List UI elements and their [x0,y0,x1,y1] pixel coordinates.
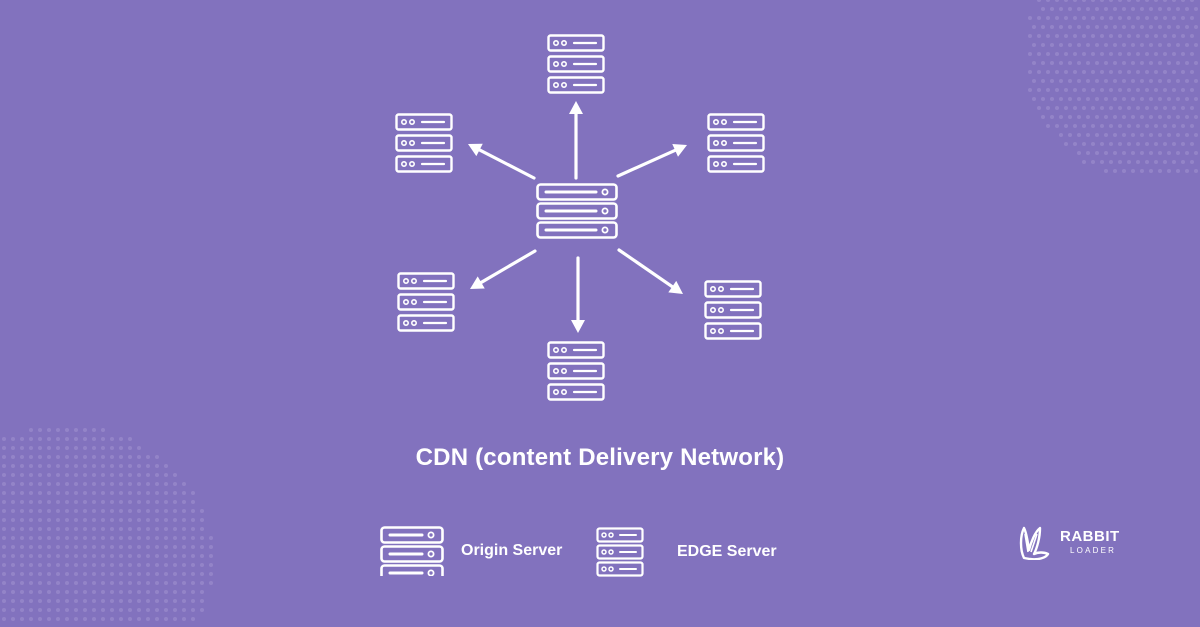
origin-server-center [536,183,618,239]
brand-name: RABBIT [1060,528,1120,545]
edge-server-top-left [395,113,453,173]
arrow-to-bottom-left [470,249,537,289]
brand-logo: RABBIT LOADER [1016,524,1126,564]
arrow-to-bottom-right [617,248,683,294]
rabbit-logo-icon [1019,526,1050,560]
legend-edge-server-graphic [596,527,644,577]
legend-origin-server-graphic [380,526,444,576]
arrow-to-top-right [616,143,687,178]
arrow-to-top-left [468,143,536,180]
origin-server-icon [380,526,444,576]
arrow-to-top [569,101,583,180]
edge-server-top [547,34,605,94]
diagram-title: CDN (content Delivery Network) [415,444,785,471]
edge-server-bottom-right [704,280,762,340]
brand-subtitle: LOADER [1070,546,1117,555]
edge-server-bottom [547,341,605,401]
edge-server-icon [596,527,644,577]
edge-server-bottom-left [397,272,455,332]
legend-origin-label: Origin Server [461,542,563,559]
legend-edge-label: EDGE Server [677,543,777,560]
edge-server-top-right [707,113,765,173]
arrow-to-bottom [571,256,585,333]
